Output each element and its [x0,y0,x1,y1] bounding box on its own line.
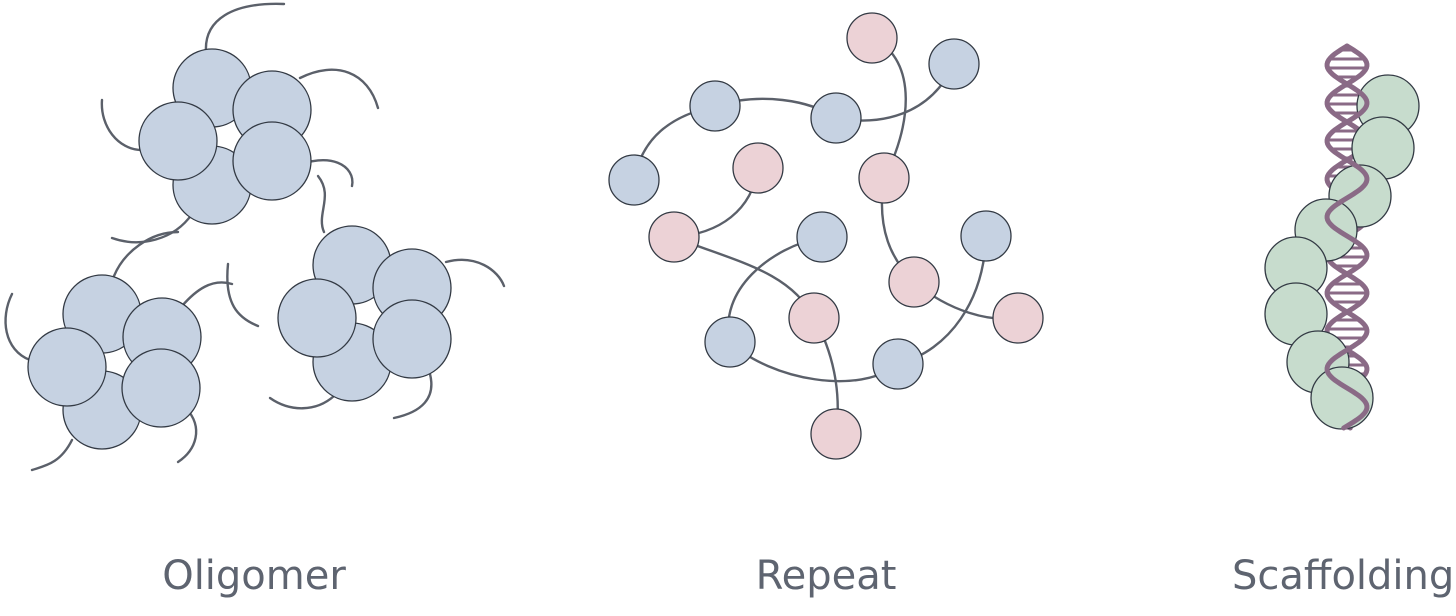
repeat-panel [609,13,1043,459]
repeat-domain-pink [847,13,897,63]
repeat-domain-blue [797,212,847,262]
linker-tail [32,440,72,470]
oligomer-panel [6,4,504,470]
repeat-domain-pink [889,257,939,307]
protein-domain [233,122,311,200]
linker-tail [446,260,504,286]
protein-domain [122,349,200,427]
repeat-domain-blue [609,155,659,205]
linker-tail [182,282,232,306]
repeat-domain-pink [649,212,699,262]
linker-tail [114,232,178,276]
linker-tail [318,176,325,232]
protein-domain [278,279,356,357]
repeat-domain-blue [873,339,923,389]
repeat-domain-blue [705,317,755,367]
protein-domain [139,102,217,180]
repeat-domain-pink [733,143,783,193]
repeat-domain-blue [929,39,979,89]
repeat-domain-pink [859,153,909,203]
linker-tail [206,4,284,52]
linker-tail [300,70,378,108]
linker-tail [394,374,431,418]
linker-tail [270,396,334,408]
repeat-domain-blue [811,93,861,143]
protein-domain [373,300,451,378]
repeat-label: Repeat [676,548,976,604]
repeat-domain-blue [961,211,1011,261]
scaffold-domains [1265,75,1419,429]
oligomer-label: Oligomer [104,548,404,604]
linker-tail [102,100,142,150]
repeat-domain-pink [993,293,1043,343]
repeat-domain-pink [789,293,839,343]
linker-tail [6,294,30,360]
repeat-domain-pink [811,409,861,459]
linker-tail [227,264,258,326]
repeat-domains [609,13,1043,459]
scaffolding-panel [1265,46,1419,429]
scaffolding-label: Scaffolding [1232,548,1454,604]
repeat-domain-blue [690,81,740,131]
protein-domain [28,328,106,406]
oligomer-domains [28,49,451,449]
